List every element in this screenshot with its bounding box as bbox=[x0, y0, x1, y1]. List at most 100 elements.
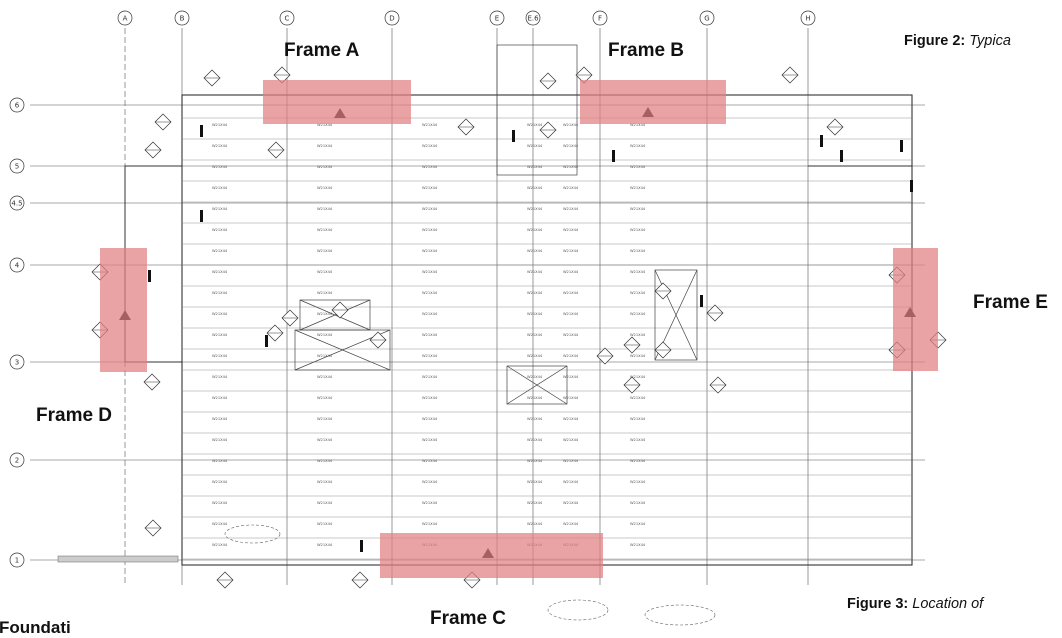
section-marker bbox=[154, 113, 172, 131]
beam-tag: W21X44 bbox=[563, 270, 579, 274]
beam-tag: W21X44 bbox=[422, 333, 438, 337]
row-bubble: 6 bbox=[9, 97, 25, 113]
svg-text:6: 6 bbox=[15, 102, 20, 110]
section-marker bbox=[457, 118, 475, 136]
column-bubble: E bbox=[489, 10, 505, 26]
beam-tag: W21X44 bbox=[630, 375, 646, 379]
beam-tag: W21X44 bbox=[212, 543, 228, 547]
beam-tag: W21X44 bbox=[630, 186, 646, 190]
beam-tag: W21X44 bbox=[212, 522, 228, 526]
svg-text:G: G bbox=[704, 15, 709, 23]
beam-tag: W21X44 bbox=[317, 459, 333, 463]
beam-tag: W21X44 bbox=[563, 480, 579, 484]
beam-tag: W21X44 bbox=[563, 207, 579, 211]
beam-tag: W21X44 bbox=[563, 438, 579, 442]
beam-tag: W21X44 bbox=[563, 501, 579, 505]
column-bubble: F bbox=[592, 10, 608, 26]
beam-tag: W21X44 bbox=[527, 480, 543, 484]
beam-tag: W21X44 bbox=[212, 186, 228, 190]
beam-tag: W21X44 bbox=[563, 291, 579, 295]
beam-tag: W21X44 bbox=[317, 228, 333, 232]
beam-tag: W21X44 bbox=[630, 522, 646, 526]
beam-tag: W21X44 bbox=[630, 207, 646, 211]
figure-2-number: Figure 2: bbox=[904, 33, 966, 49]
beam-tag: W21X44 bbox=[527, 228, 543, 232]
column-bubble: C bbox=[279, 10, 295, 26]
beam-tag: W21X44 bbox=[317, 480, 333, 484]
beam-tag: W21X44 bbox=[212, 417, 228, 421]
section-marker bbox=[654, 341, 672, 359]
section-marker bbox=[623, 336, 641, 354]
beam-tag: W21X44 bbox=[527, 186, 543, 190]
figure-3-number: Figure 3: bbox=[847, 596, 909, 612]
beam-tag: W21X44 bbox=[317, 354, 333, 358]
beam-tag: W21X44 bbox=[563, 144, 579, 148]
revision-cloud bbox=[547, 599, 609, 621]
frame-a-highlight bbox=[263, 80, 411, 124]
beam-tag: W21X44 bbox=[212, 144, 228, 148]
beam-tag: W21X44 bbox=[630, 228, 646, 232]
beam-tag: W21X44 bbox=[317, 501, 333, 505]
section-marker bbox=[351, 571, 369, 589]
brace-symbol bbox=[910, 180, 913, 192]
section-marker bbox=[369, 331, 387, 349]
figure-3-title: Location of bbox=[912, 596, 984, 612]
grid-lines bbox=[30, 28, 925, 585]
svg-text:C: C bbox=[285, 15, 290, 23]
beam-tag: W21X44 bbox=[422, 438, 438, 442]
svg-text:F: F bbox=[598, 15, 602, 23]
beam-tag: W21X44 bbox=[317, 249, 333, 253]
section-marker bbox=[281, 309, 299, 327]
beam-tag: W21X44 bbox=[563, 375, 579, 379]
frame-e-highlight bbox=[893, 248, 938, 371]
foundation-heading: Foundati bbox=[0, 618, 71, 637]
beam-tag: W21X44 bbox=[317, 417, 333, 421]
section-marker bbox=[144, 519, 162, 537]
beam-tag: W21X44 bbox=[317, 144, 333, 148]
beam-tag: W21X44 bbox=[422, 249, 438, 253]
beam-tag: W21X44 bbox=[422, 396, 438, 400]
svg-text:4.5: 4.5 bbox=[11, 200, 22, 208]
beam-tag: W21X44 bbox=[317, 291, 333, 295]
beam-tag: W21X44 bbox=[422, 123, 438, 127]
beam-tag: W21X44 bbox=[422, 228, 438, 232]
section-marker bbox=[826, 118, 844, 136]
frame-e-label: Frame E bbox=[973, 292, 1048, 313]
svg-text:E.6: E.6 bbox=[527, 15, 539, 23]
beam-tag: W21X44 bbox=[212, 312, 228, 316]
svg-text:E: E bbox=[495, 15, 499, 23]
section-marker bbox=[781, 66, 799, 84]
beam-tag: W21X44 bbox=[317, 375, 333, 379]
section-marker bbox=[709, 376, 727, 394]
beam-lines bbox=[182, 117, 912, 560]
row-bubble: 3 bbox=[9, 354, 25, 370]
beam-tag: W21X44 bbox=[212, 291, 228, 295]
svg-text:4: 4 bbox=[15, 262, 20, 270]
svg-text:2: 2 bbox=[15, 457, 19, 465]
beam-tag: W21X44 bbox=[317, 312, 333, 316]
svg-text:5: 5 bbox=[15, 163, 19, 171]
frame-c-label: Frame C bbox=[430, 608, 507, 629]
beam-tag: W21X44 bbox=[527, 270, 543, 274]
beam-tag: W21X44 bbox=[317, 333, 333, 337]
beam-tag: W21X44 bbox=[630, 312, 646, 316]
beam-tag: W21X44 bbox=[212, 228, 228, 232]
frame-b-label: Frame B bbox=[608, 40, 685, 61]
brace-symbol bbox=[360, 540, 363, 552]
beam-tag: W21X44 bbox=[527, 165, 543, 169]
brace-symbol bbox=[900, 140, 903, 152]
beam-tag: W21X44 bbox=[527, 522, 543, 526]
beam-tag: W21X44 bbox=[527, 144, 543, 148]
beam-tag: W21X44 bbox=[212, 270, 228, 274]
beam-tag: W21X44 bbox=[212, 438, 228, 442]
beam-tag: W21X44 bbox=[317, 438, 333, 442]
beam-tag: W21X44 bbox=[563, 249, 579, 253]
beam-tag: W21X44 bbox=[422, 186, 438, 190]
beam-tag: W21X44 bbox=[527, 249, 543, 253]
beam-tag: W21X44 bbox=[630, 501, 646, 505]
beam-tag: W21X44 bbox=[527, 438, 543, 442]
section-marker bbox=[144, 141, 162, 159]
beam-tag: W21X44 bbox=[422, 165, 438, 169]
frame-c-highlight bbox=[380, 533, 603, 578]
